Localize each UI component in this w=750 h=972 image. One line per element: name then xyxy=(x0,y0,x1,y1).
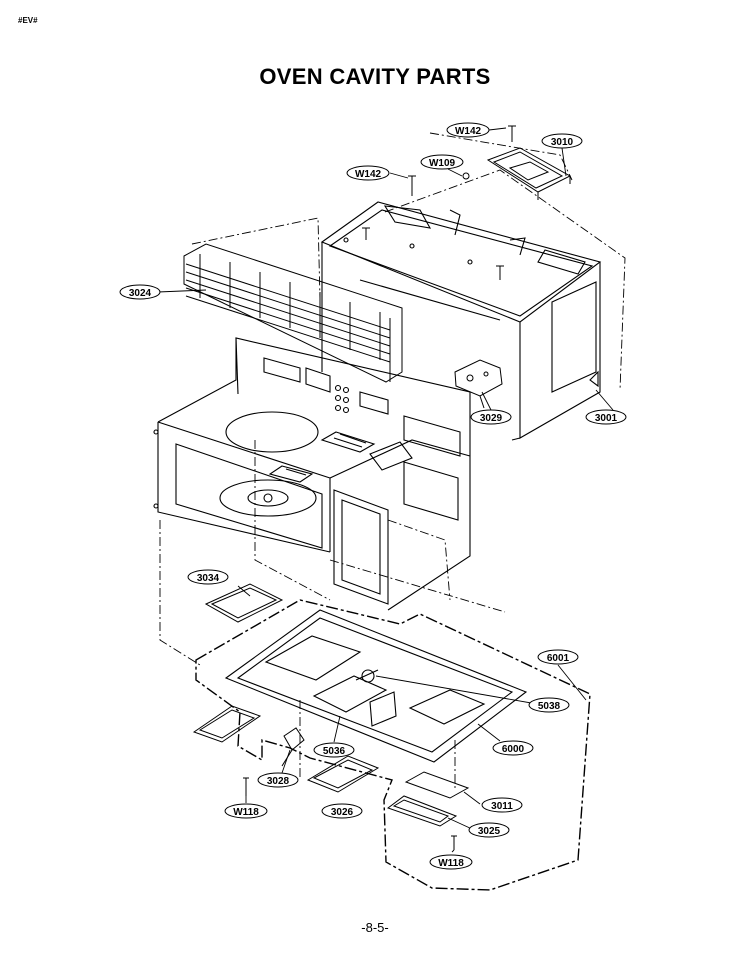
part-label-3025: 3025 xyxy=(478,826,501,837)
callout-bubbles xyxy=(119,122,627,870)
page-number: -8-5- xyxy=(361,920,389,935)
outer-case xyxy=(320,201,602,441)
part-label-3026: 3026 xyxy=(331,807,354,818)
part-label-w118-left: W118 xyxy=(233,807,259,818)
part-label-5038: 5038 xyxy=(538,701,561,712)
screws xyxy=(243,125,516,850)
part-label-3024: 3024 xyxy=(129,288,152,299)
lamp-socket xyxy=(281,727,305,767)
vent-grille xyxy=(183,243,403,383)
top-plate xyxy=(486,147,572,200)
part-label-3029: 3029 xyxy=(480,413,503,424)
part-label-w142-top: W142 xyxy=(455,126,482,137)
part-label-3011: 3011 xyxy=(491,801,513,812)
leader-lines xyxy=(157,127,614,853)
document-code: #EV# xyxy=(18,16,38,25)
part-label-3028: 3028 xyxy=(267,776,290,787)
base-assembly-outline xyxy=(195,599,591,891)
part-label-w142-left: W142 xyxy=(355,169,382,180)
part-label-3001: 3001 xyxy=(595,413,618,424)
base-plate xyxy=(224,609,528,763)
control-holes xyxy=(334,384,350,414)
part-label-6000: 6000 xyxy=(502,744,525,755)
part-label-5036: 5036 xyxy=(323,746,346,757)
page-title: OVEN CAVITY PARTS xyxy=(259,64,491,89)
bracket xyxy=(454,359,503,409)
part-label-6001: 6001 xyxy=(547,653,570,664)
callout-labels: W142 3010 W109 W142 3024 3029 3001 3034 … xyxy=(129,126,618,869)
part-label-w118-bottom: W118 xyxy=(438,858,464,869)
assembly-guide-lines xyxy=(159,132,626,790)
part-label-3010: 3010 xyxy=(551,137,574,148)
part-label-w109: W109 xyxy=(429,158,456,169)
cover-plate xyxy=(204,583,284,623)
part-label-3034: 3034 xyxy=(197,573,220,584)
lamp-cover xyxy=(386,771,470,827)
oven-cavity xyxy=(153,337,471,611)
grease-filters xyxy=(192,705,380,793)
